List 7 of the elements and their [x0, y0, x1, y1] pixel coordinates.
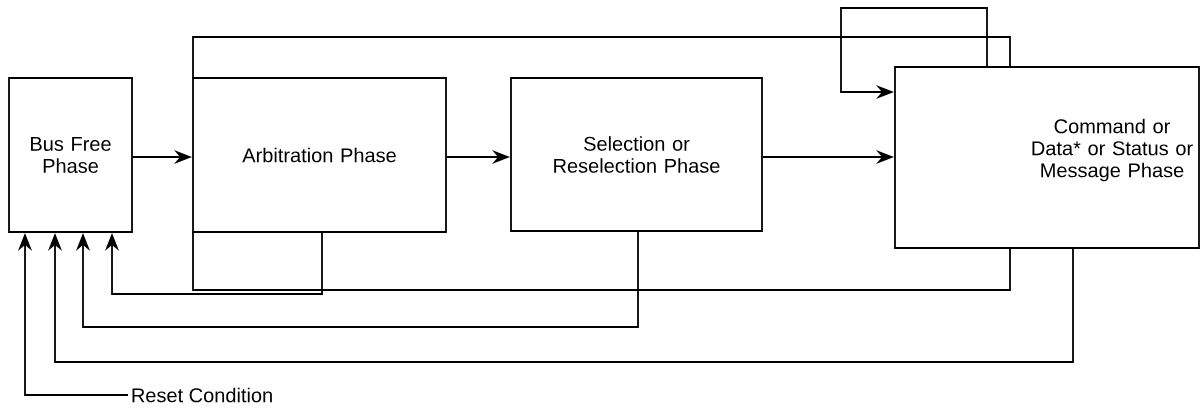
- phase-box: Bus Free Phase: [8, 77, 133, 233]
- phase-box: Command or Data* or Status or Message Phase: [894, 66, 1200, 249]
- arrow: [75, 230, 639, 328]
- condition-label: Reset Condition: [132, 387, 272, 403]
- phase-box: Arbitration Phase: [192, 77, 447, 233]
- phase-box: Selection or Reselection Phase: [510, 77, 763, 232]
- arrow: [104, 231, 323, 295]
